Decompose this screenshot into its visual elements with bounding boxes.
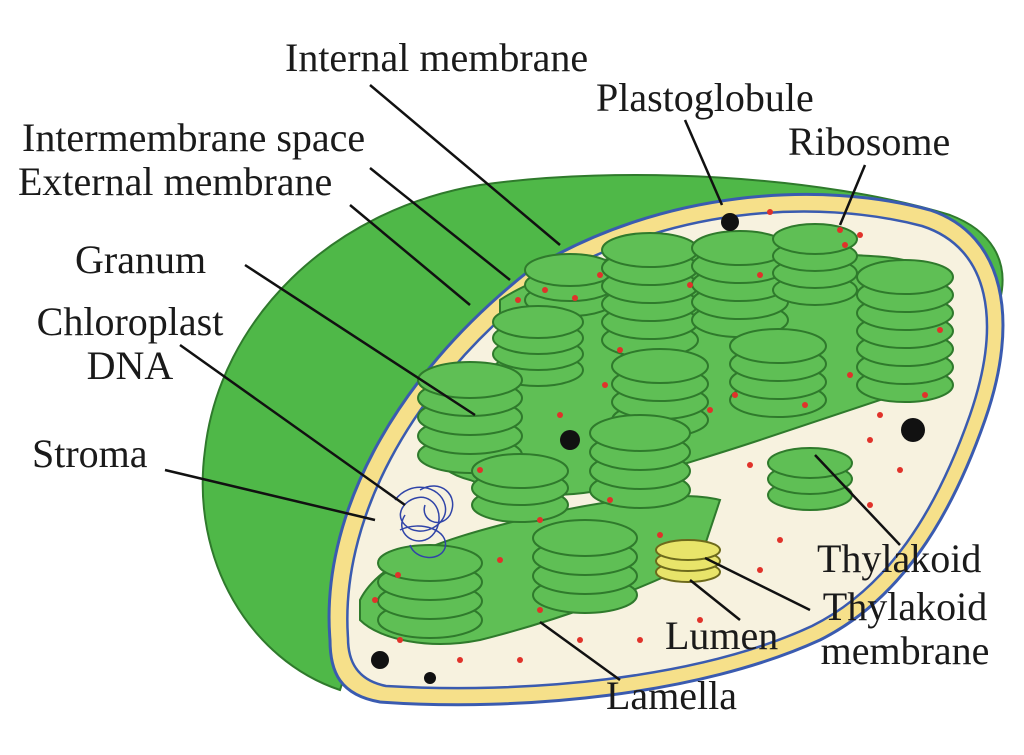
label-plastoglobule: Plastoglobule bbox=[596, 75, 814, 120]
label-thylakoid-membrane-line1: Thylakoid bbox=[822, 584, 988, 629]
label-granum: Granum bbox=[75, 237, 207, 282]
label-intermembrane-space: Intermembrane space bbox=[22, 115, 366, 160]
grana-stacks bbox=[377, 223, 954, 639]
ribosomes bbox=[372, 209, 943, 663]
label-chloroplast-dna-line1: Chloroplast bbox=[36, 299, 224, 344]
label-thylakoid-membrane: Thylakoid membrane bbox=[800, 585, 1010, 673]
label-ribosome: Ribosome bbox=[788, 119, 951, 164]
label-lumen: Lumen bbox=[665, 613, 779, 658]
label-thylakoid: Thylakoid bbox=[817, 536, 982, 581]
label-stroma: Stroma bbox=[32, 431, 148, 476]
label-chloroplast-dna-line2: DNA bbox=[86, 343, 174, 388]
label-internal-membrane: Internal membrane bbox=[285, 35, 589, 80]
plastoglobules bbox=[371, 213, 925, 684]
label-external-membrane: External membrane bbox=[18, 159, 333, 204]
label-lamella: Lamella bbox=[606, 673, 738, 718]
label-thylakoid-membrane-line2: membrane bbox=[820, 628, 990, 673]
label-chloroplast-dna: Chloroplast DNA bbox=[20, 300, 240, 388]
chloroplast-dna bbox=[394, 485, 454, 559]
thylakoid-lumen-stack bbox=[655, 539, 721, 583]
leader-lines bbox=[164, 84, 901, 682]
